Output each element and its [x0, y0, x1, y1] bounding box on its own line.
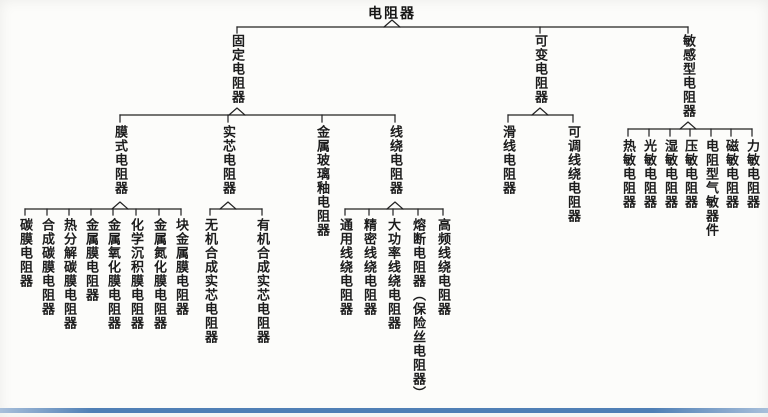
- leaf-metal-glaze-resistor: 金属玻璃釉电阻器: [315, 125, 330, 237]
- film-brace: [111, 201, 129, 210]
- node-fixed-resistor: 固定电阻器: [230, 34, 245, 104]
- solid-ticks: [209, 208, 263, 216]
- leaf-bulk-metal-film-resistor: 块金属膜电阻器: [174, 218, 189, 316]
- leaf-gas-sensitive-resistor-device: 电阻型气敏器件: [704, 139, 719, 237]
- leaf-general-wirewound-resistor: 通用线绕电阻器: [338, 218, 353, 316]
- bottom-border: [0, 408, 768, 413]
- leaf-pyrolytic-carbon-film-resistor: 热分解碳膜电阻器: [62, 218, 77, 330]
- root-brace: [383, 19, 401, 28]
- wirewound-ticks: [344, 208, 444, 216]
- leaf-metal-nitride-film-resistor: 金属氮化膜电阻器: [152, 218, 167, 330]
- leaf-thermistor: 热敏电阻器: [621, 139, 636, 209]
- leaf-high-power-wirewound-resistor: 大功率线绕电阻器: [386, 218, 401, 330]
- node-wirewound-resistor: 线绕电阻器: [388, 125, 403, 195]
- leaf-slide-wire-resistor: 滑线电阻器: [501, 125, 516, 195]
- node-resistor-root: 电阻器: [368, 5, 416, 21]
- node-film-resistor: 膜式电阻器: [113, 125, 128, 195]
- leaf-force-sensitive-resistor: 力敏电阻器: [745, 139, 760, 209]
- leaf-precision-wirewound-resistor: 精密线绕电阻器: [362, 218, 377, 316]
- leaf-fuse-resistor: 熔断电阻器（保险丝电阻器）: [411, 218, 426, 400]
- variable-brace: [531, 107, 549, 116]
- leaf-varistor: 压敏电阻器: [683, 139, 698, 209]
- leaf-chemical-deposited-film-resistor: 化学沉积膜电阻器: [129, 218, 144, 330]
- leaf-high-frequency-wirewound-resistor: 高频线绕电阻器: [436, 218, 451, 316]
- node-variable-resistor: 可变电阻器: [533, 34, 548, 104]
- leaf-synthetic-carbon-film-resistor: 合成碳膜电阻器: [40, 218, 55, 316]
- leaf-organic-solid-core-resistor: 有机合成实芯电阻器: [255, 218, 270, 344]
- leaf-metal-film-resistor: 金属膜电阻器: [84, 218, 99, 302]
- leaf-magneto-resistor: 磁敏电阻器: [724, 139, 739, 209]
- variable-ticks: [507, 114, 574, 123]
- sensitive-brace: [679, 121, 697, 130]
- sensitive-ticks: [627, 128, 753, 137]
- node-solid-core-resistor: 实芯电阻器: [221, 125, 236, 195]
- leaf-metal-oxide-film-resistor: 金属氧化膜电阻器: [106, 218, 121, 330]
- leaf-carbon-film-resistor: 碳膜电阻器: [18, 218, 33, 288]
- leaf-adjustable-wirewound-resistor: 可调线绕电阻器: [566, 125, 581, 223]
- film-ticks: [24, 208, 182, 216]
- fixed-brace: [228, 107, 246, 116]
- wirewound-brace: [386, 201, 404, 210]
- leaf-photoresistor: 光敏电阻器: [642, 139, 657, 209]
- leaf-humidity-sensitive-resistor: 湿敏电阻器: [663, 139, 678, 209]
- solid-brace: [219, 201, 237, 210]
- fixed-ticks: [119, 114, 396, 123]
- root-ticks: [236, 26, 689, 34]
- leaf-inorganic-solid-core-resistor: 无机合成实芯电阻器: [203, 218, 218, 344]
- node-sensitive-resistor: 敏感型电阻器: [681, 34, 696, 118]
